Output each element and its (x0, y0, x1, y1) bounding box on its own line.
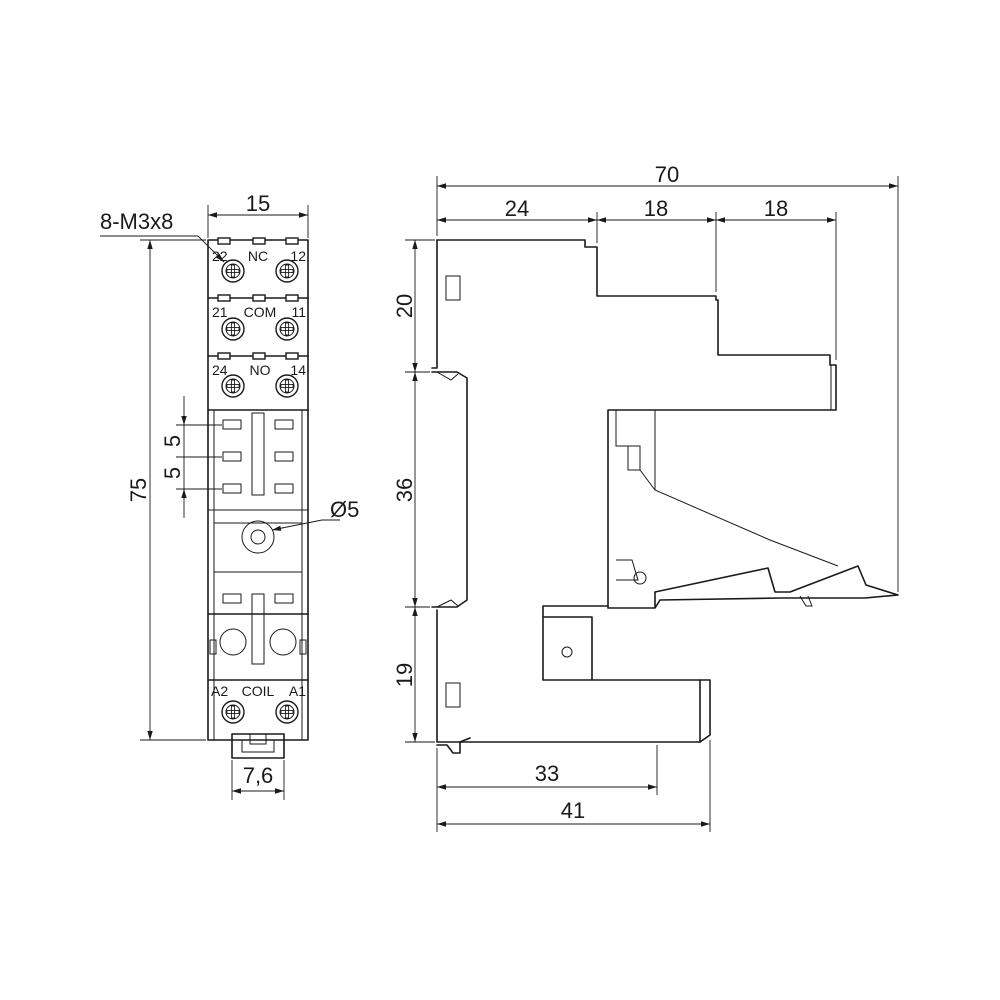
dim-base-41: 41 (561, 798, 585, 823)
side-profile-outline (436, 239, 899, 609)
dim-depth-33: 33 (535, 761, 559, 786)
dim-step-24: 24 (505, 196, 529, 221)
terminal-label-21: 21 (212, 304, 228, 320)
dim-height-19: 19 (392, 663, 417, 687)
center-hole (241, 520, 275, 554)
screw-spec-label: 8-M3x8 (100, 209, 173, 234)
din-rail-clip (231, 733, 285, 759)
terminal-label-a1: A1 (289, 683, 306, 699)
dim-width-15: 15 (246, 191, 270, 216)
contact-slot (222, 451, 242, 462)
mount-slot-lower (445, 682, 461, 708)
mount-slot-upper (445, 275, 461, 301)
terminal-label-coil: COIL (242, 683, 275, 699)
dim-height-36: 36 (392, 478, 417, 502)
dim-height-20: 20 (392, 294, 417, 318)
dim-pitch-5-lower: 5 (160, 467, 185, 479)
dim-pitch-5-upper: 5 (160, 435, 185, 447)
terminal-label-a2: A2 (211, 683, 228, 699)
screw-terminal-a1 (275, 700, 299, 724)
screw-terminal-14 (275, 374, 299, 398)
contact-slot (274, 451, 294, 462)
contact-slot (222, 419, 242, 430)
dim-total-width-70: 70 (655, 162, 679, 187)
coil-slot (222, 593, 242, 604)
contact-slot (222, 483, 242, 494)
terminal-label-com: COM (244, 304, 277, 320)
coil-socket-hole (269, 628, 297, 656)
screw-terminal-24 (221, 374, 245, 398)
terminal-label-24: 24 (212, 362, 228, 378)
front-view: 22 NC 12 21 COM 11 24 NO 14 A2 CO (100, 191, 359, 800)
dim-height-75: 75 (126, 478, 151, 502)
dim-step-18b: 18 (764, 196, 788, 221)
screw-terminal-21 (221, 317, 245, 341)
dim-hole-diameter: Ø5 (330, 497, 359, 522)
screw-terminal-11 (275, 317, 299, 341)
terminal-label-22: 22 (212, 248, 228, 264)
side-view: 70 24 18 18 20 36 19 33 41 (392, 162, 899, 832)
terminal-label-11: 11 (291, 304, 306, 320)
coil-slot (274, 593, 294, 604)
coil-socket-hole (219, 628, 247, 656)
terminal-label-12: 12 (290, 248, 306, 264)
contact-slot (274, 483, 294, 494)
contact-slot (274, 419, 294, 430)
dim-rail-7-6: 7,6 (243, 763, 274, 788)
terminal-label-no: NO (250, 362, 271, 378)
terminal-label-14: 14 (290, 362, 306, 378)
dim-step-18a: 18 (644, 196, 668, 221)
screw-terminal-a2 (221, 700, 245, 724)
terminal-label-nc: NC (248, 248, 268, 264)
